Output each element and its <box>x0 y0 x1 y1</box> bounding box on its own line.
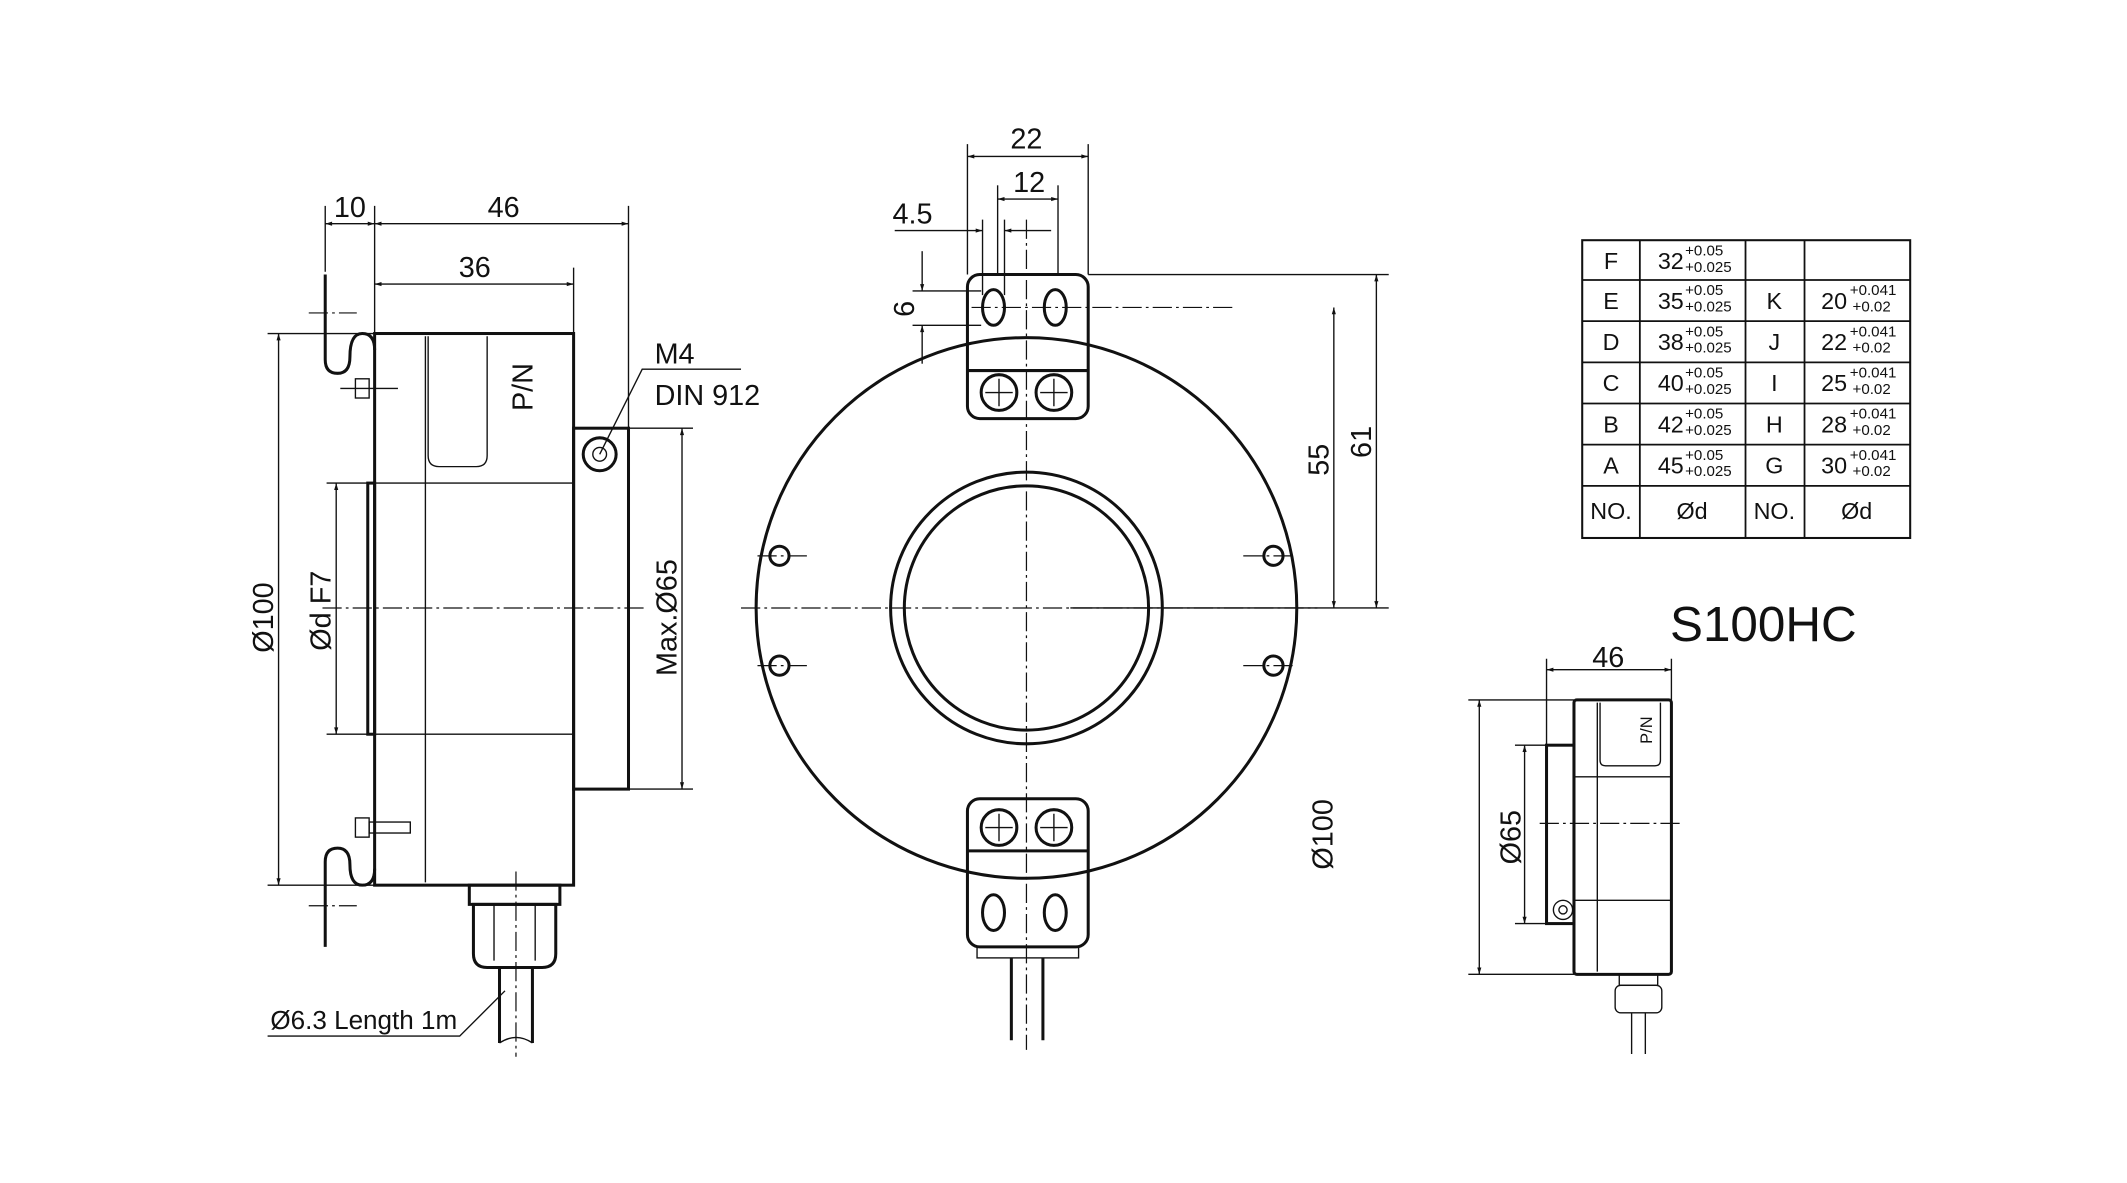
screw-spec-m4: M4 <box>655 339 695 371</box>
table-tolerance-upper: +0.05 <box>1685 406 1723 423</box>
pn-label-box <box>427 336 488 468</box>
dim-bracket-width: 22 <box>1010 123 1042 155</box>
dim-body-depth: 36 <box>459 252 491 284</box>
table-tolerance-upper: +0.05 <box>1685 282 1723 299</box>
bottom-bracket <box>323 846 377 947</box>
top-mounting-bracket <box>965 272 1236 421</box>
table-tolerance-lower: +0.02 <box>1853 422 1891 439</box>
table-tolerance-upper: +0.041 <box>1850 406 1897 423</box>
small-dim-diameter: Ø65 <box>1495 810 1527 864</box>
table-tolerance-upper: +0.05 <box>1685 364 1723 381</box>
table-no-cell: E <box>1603 288 1619 314</box>
table-tolerance-lower: +0.025 <box>1685 463 1732 480</box>
screw-icon <box>979 808 1019 847</box>
table-tolerance-upper: +0.05 <box>1685 447 1723 464</box>
table-no-cell: F <box>1604 248 1618 274</box>
model-name: S100HC <box>1670 597 1857 652</box>
small-pn-label: P/N <box>1638 716 1656 743</box>
table-tolerance-lower: +0.025 <box>1685 299 1732 316</box>
table-tolerance-upper: +0.041 <box>1850 447 1897 464</box>
dim-max-shaft: Max.Ø65 <box>652 559 684 676</box>
header-no-1: NO. <box>1590 498 1631 524</box>
dim-slot-height: 6 <box>889 301 921 317</box>
cable <box>1009 957 1045 1041</box>
table-no-cell: A <box>1603 452 1619 478</box>
table-tolerance-lower: +0.02 <box>1853 340 1891 357</box>
table-diameter-cell: 40 <box>1658 370 1684 396</box>
table-no-cell: K <box>1767 288 1783 314</box>
table-tolerance-upper: +0.041 <box>1850 323 1897 340</box>
table-diameter-cell: 35 <box>1658 288 1684 314</box>
table-tolerance-lower: +0.02 <box>1853 381 1891 398</box>
table-diameter-cell: 45 <box>1658 452 1684 478</box>
table-no-cell: H <box>1766 411 1783 437</box>
dim-slot-width: 4.5 <box>893 199 933 231</box>
screw-icon <box>581 436 618 473</box>
table-no-cell: G <box>1765 452 1783 478</box>
dim-bore: Ød F7 <box>306 571 338 651</box>
table-tolerance-upper: +0.05 <box>1685 323 1723 340</box>
bore-protrusion <box>366 481 377 736</box>
small-side-view: P/N 46 Ø65 <box>1468 642 1682 1054</box>
table-no-cell: J <box>1769 329 1781 355</box>
pn-label: P/N <box>507 363 539 411</box>
table-tolerance-lower: +0.02 <box>1853 299 1891 316</box>
table-tolerance-upper: +0.041 <box>1850 364 1897 381</box>
mounting-holes <box>757 544 1296 677</box>
table-no-cell: I <box>1771 370 1777 396</box>
screw-icon <box>1552 899 1574 921</box>
dim-bracket-to-center: 61 <box>1346 426 1378 458</box>
cable <box>1630 1012 1647 1054</box>
dim-outer-diameter: Ø100 <box>248 582 280 652</box>
cable <box>497 967 534 1043</box>
table-tolerance-lower: +0.025 <box>1685 259 1732 276</box>
table-diameter-cell: 28 <box>1821 411 1847 437</box>
front-view: 22 12 4.5 6 55 61 Ø100 <box>741 123 1389 1050</box>
screw-spec-din: DIN 912 <box>655 380 761 412</box>
table-tolerance-lower: +0.025 <box>1685 381 1732 398</box>
table-no-cell: D <box>1603 329 1620 355</box>
screw-icon <box>979 373 1019 412</box>
small-dim-depth: 46 <box>1592 642 1624 674</box>
dim-slot-spacing: 12 <box>1013 167 1045 199</box>
header-no-2: NO. <box>1754 498 1795 524</box>
cable-gland <box>471 902 558 970</box>
header-d-1: Ød <box>1676 498 1707 524</box>
table-diameter-cell: 38 <box>1658 329 1684 355</box>
dim-slot-to-center: 55 <box>1303 444 1335 476</box>
side-view: P/N 10 46 36 Ø100 Ød F7 Max.Ø65 M4 DIN 9… <box>248 192 760 1057</box>
table-no-cell: C <box>1603 370 1620 396</box>
encoder-body <box>373 332 576 887</box>
table-tolerance-lower: +0.025 <box>1685 340 1732 357</box>
table-diameter-cell: 20 <box>1821 288 1847 314</box>
table-diameter-cell: 25 <box>1821 370 1847 396</box>
dim-total-depth: 46 <box>488 192 520 224</box>
table-diameter-cell: 22 <box>1821 329 1847 355</box>
cable-gland <box>1614 984 1663 1014</box>
screw-icon <box>1034 808 1074 847</box>
screw-icon <box>1034 373 1074 412</box>
clamp-flange <box>572 426 631 791</box>
bottom-mounting-bracket <box>965 797 1090 1041</box>
table-tolerance-upper: +0.041 <box>1850 282 1897 299</box>
table-tolerance-lower: +0.02 <box>1853 463 1891 480</box>
header-d-2: Ød <box>1841 498 1872 524</box>
dim-front-outer-diameter: Ø100 <box>1307 799 1339 869</box>
table-diameter-cell: 42 <box>1658 411 1684 437</box>
cable-note: Ø6.3 Length 1m <box>270 1005 457 1035</box>
table-no-cell: B <box>1603 411 1619 437</box>
table-tolerance-lower: +0.025 <box>1685 422 1732 439</box>
table-diameter-cell: 32 <box>1658 248 1684 274</box>
dim-flange-offset: 10 <box>334 192 366 224</box>
table-tolerance-upper: +0.05 <box>1685 242 1723 259</box>
top-bracket <box>323 274 377 375</box>
table-diameter-cell: 30 <box>1821 452 1847 478</box>
